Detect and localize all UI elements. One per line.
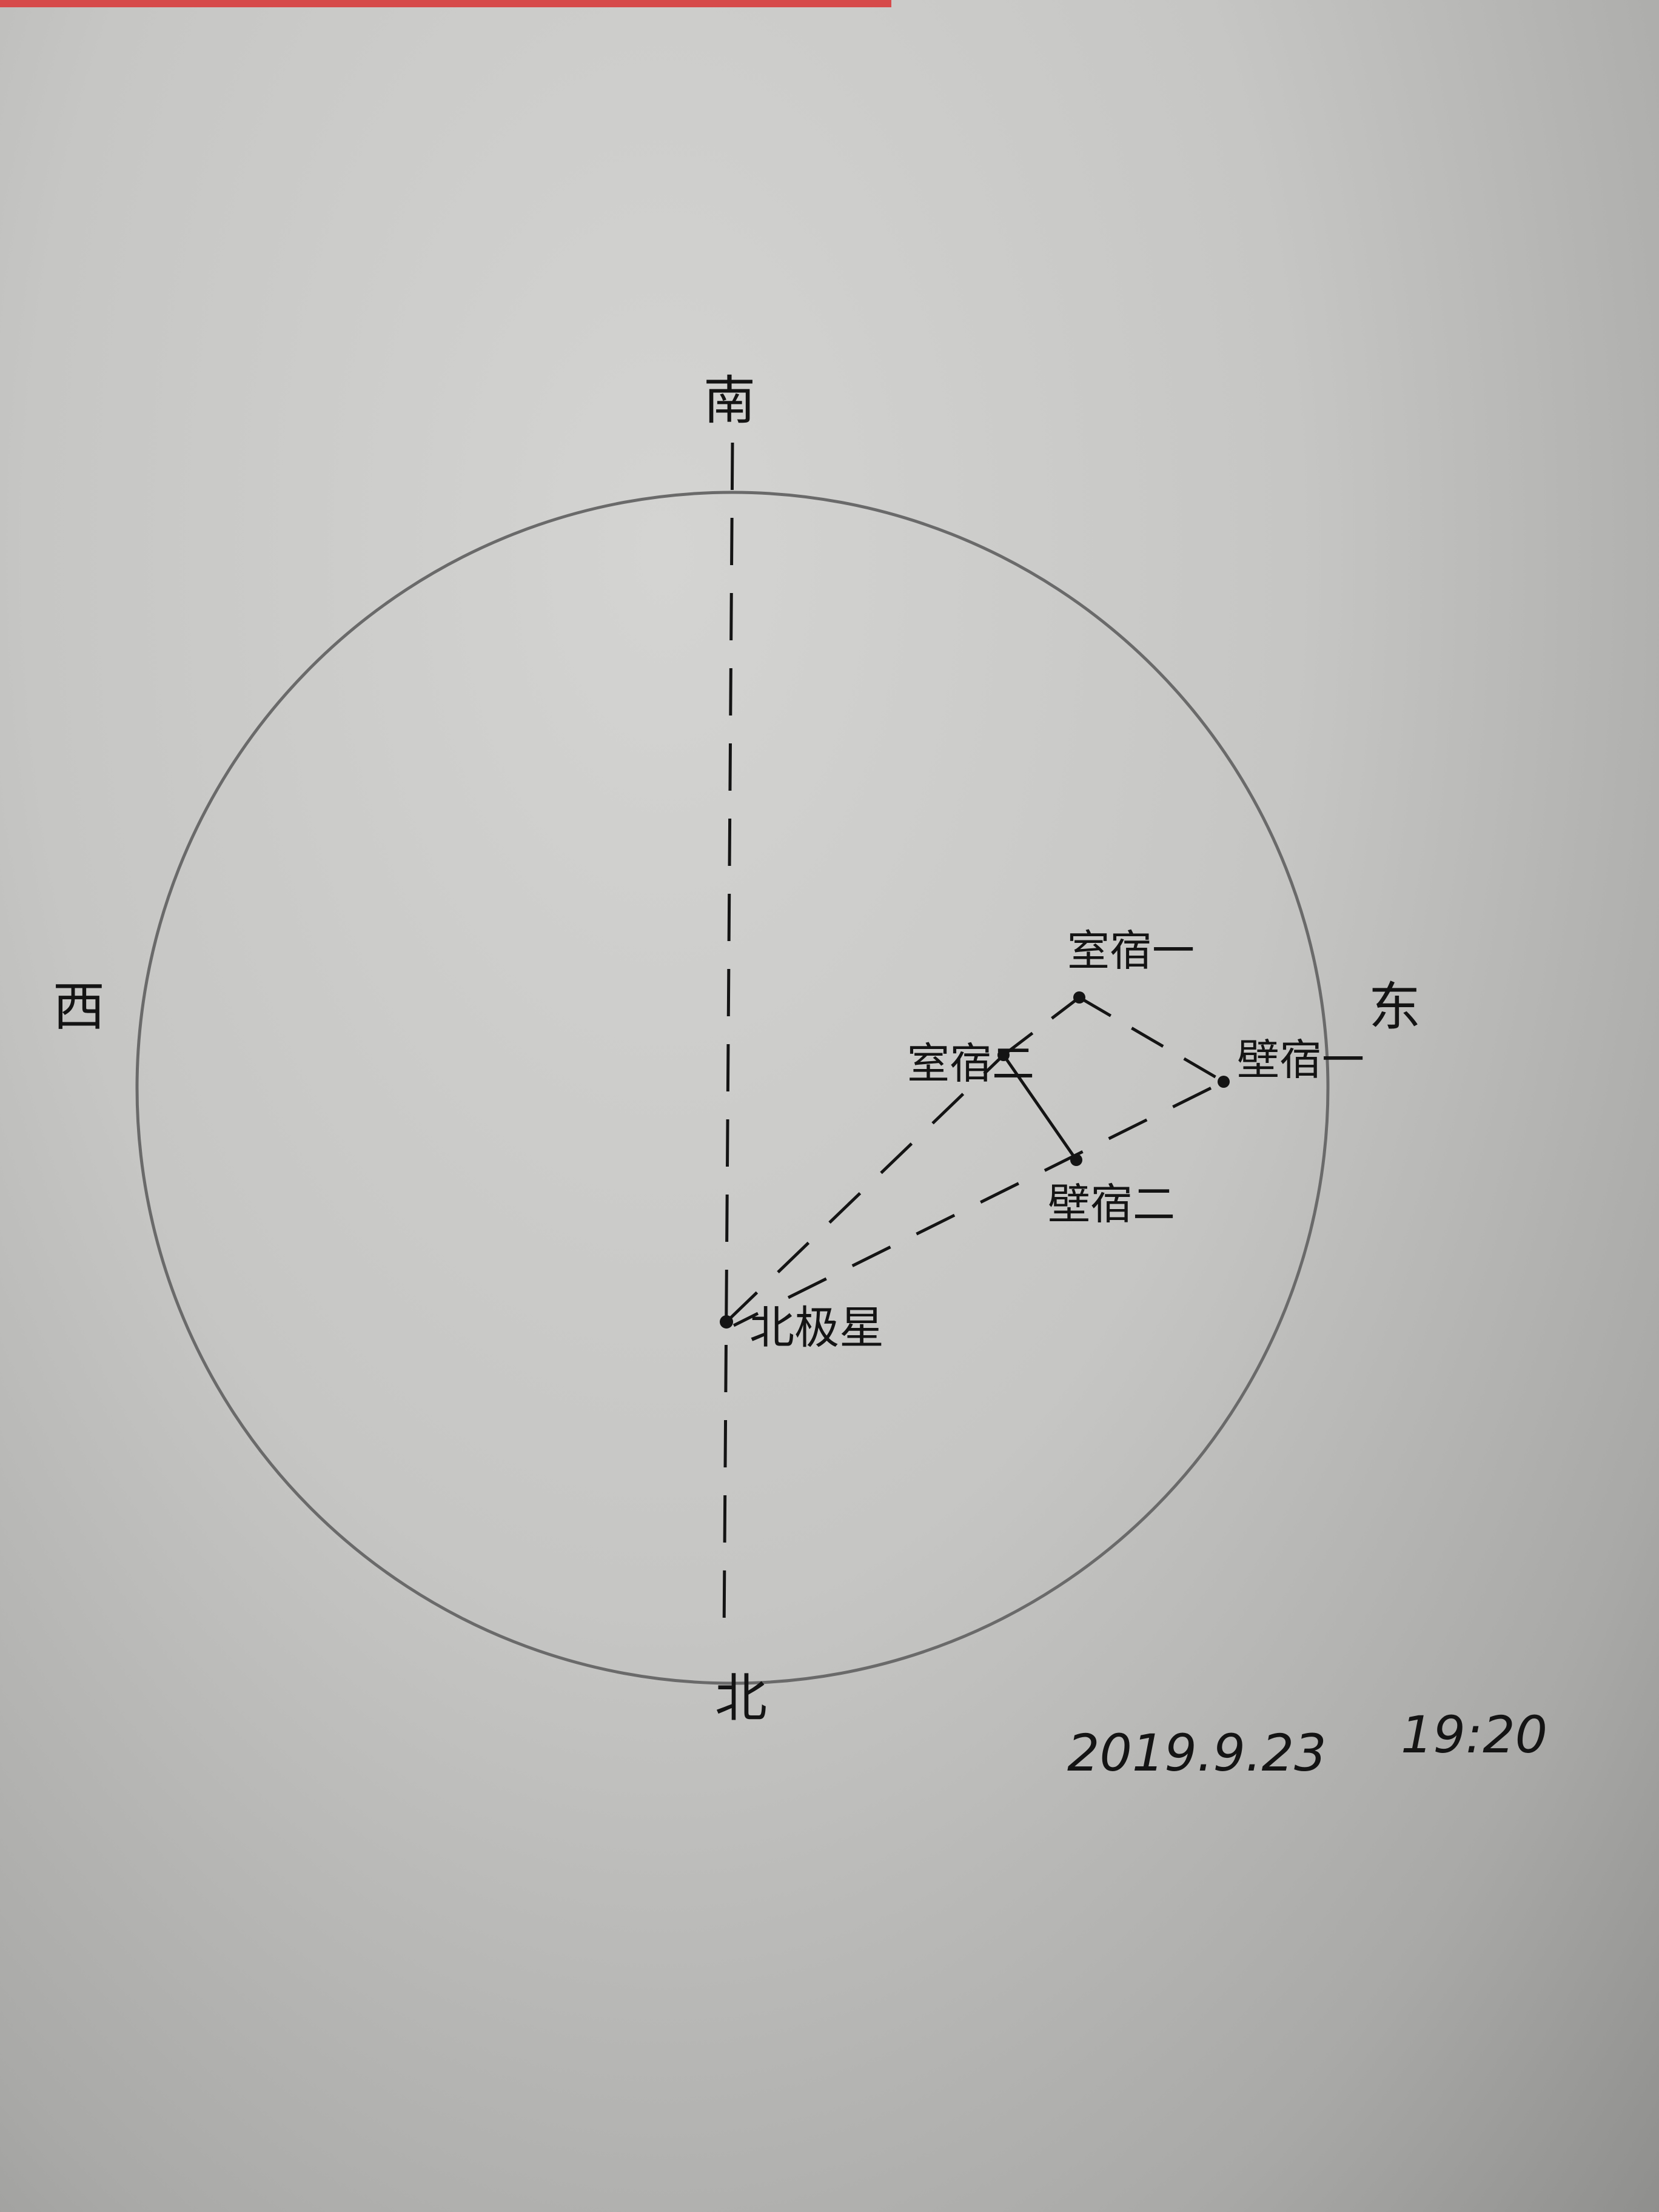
star-shi-2 — [997, 1049, 1010, 1061]
polaris-tick — [732, 1312, 759, 1327]
edge-shi2-bi2 — [1002, 1054, 1078, 1161]
red-strip — [0, 0, 891, 7]
horizon-circle — [135, 491, 1330, 1685]
pointer-line-bi — [787, 1080, 1225, 1299]
label-north: 北 — [715, 1668, 767, 1729]
edge-shi1-bi1 — [1078, 996, 1225, 1084]
date-text: 2019.9.23 — [1067, 1723, 1327, 1783]
label-west: 西 — [53, 977, 105, 1037]
label-south: 南 — [703, 370, 756, 431]
star-bi-1 — [1218, 1076, 1230, 1088]
label-bi-2: 壁宿二 — [1048, 1179, 1175, 1229]
star-shi-1 — [1073, 991, 1085, 1004]
label-polaris: 北极星 — [749, 1302, 884, 1354]
meridian-line — [722, 442, 734, 1638]
label-shi-1: 室宿一 — [1067, 926, 1195, 976]
label-bi-1: 壁宿一 — [1237, 1035, 1364, 1085]
edge-shi2-shi1 — [1002, 996, 1081, 1056]
pointer-line-shi — [725, 1054, 1005, 1323]
label-shi-2: 室宿二 — [907, 1039, 1034, 1088]
star-polaris — [720, 1315, 733, 1329]
time-text: 19:20 — [1401, 1705, 1547, 1765]
label-east: 东 — [1369, 977, 1421, 1037]
star-bi-2 — [1070, 1154, 1082, 1166]
